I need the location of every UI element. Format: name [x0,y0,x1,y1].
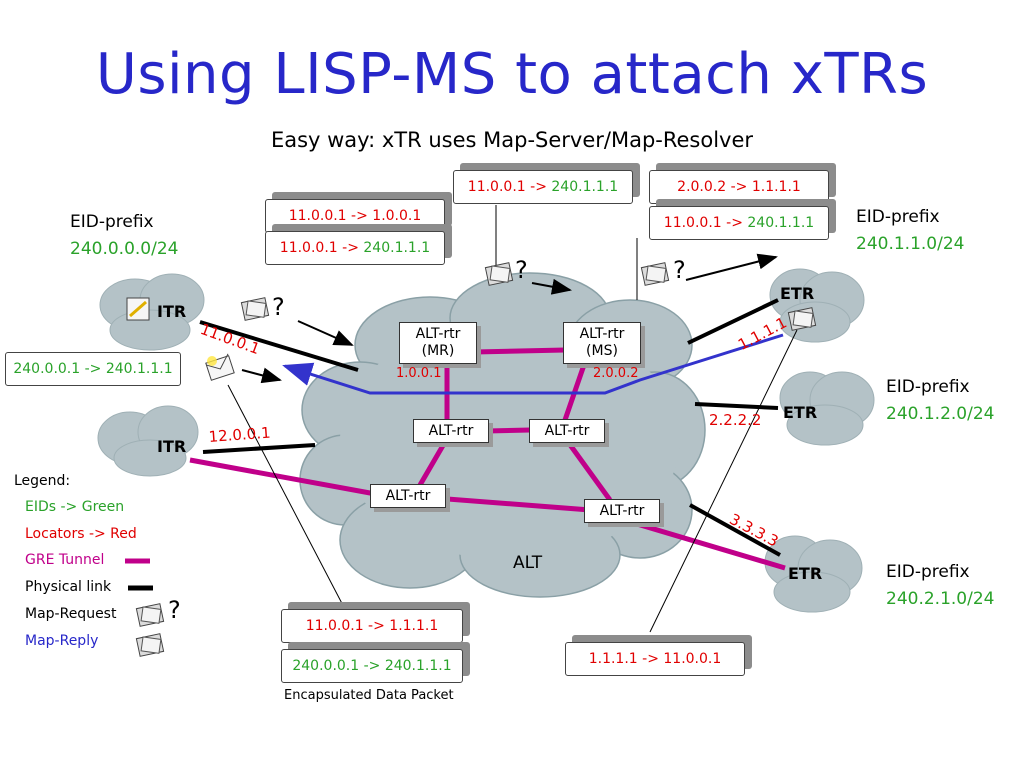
legend-gre: GRE Tunnel [25,552,105,568]
data-packet-outer: 11.0.0.1 -> 1.1.1.1 [281,609,463,643]
alt-router: ALT-rtr [529,419,605,443]
etr3-eid-title: EID-prefix [886,562,970,582]
packet-map-reply: 1.1.1.1 -> 11.0.0.1 [565,642,745,676]
legend-physical: Physical link [25,579,112,595]
legend-title: Legend: [14,473,71,489]
etr1-eid-title: EID-prefix [856,207,940,227]
etr2-cloud [779,371,875,446]
packet-forward-outer: 2.0.0.2 -> 1.1.1.1 [649,170,829,204]
legend-map-request-icon [135,603,165,627]
etr2-locator: 2.2.2.2 [709,411,762,429]
envelope-icon [126,297,150,321]
callout-lines [227,205,798,633]
legend-question: ? [168,596,181,624]
legend-map-reply: Map-Reply [25,633,99,649]
envelope-icon [787,307,817,331]
packet-original: 240.0.0.1 -> 240.1.1.1 [5,352,181,386]
packet-encap-inner: 11.0.0.1 -> 240.1.1.1 [265,231,445,265]
data-packet-inner: 240.0.0.1 -> 240.1.1.1 [281,649,463,683]
map-reply-path [282,333,784,395]
itr1-eid-title: EID-prefix [70,212,154,232]
etr3-eid-prefix: 240.2.1.0/24 [886,589,995,609]
envelope-icon [240,297,270,321]
alt-cloud [299,272,706,598]
alt-router-mr: ALT-rtr (MR) [399,322,477,364]
packet-map-request: 11.0.0.1 -> 240.1.1.1 [453,170,633,204]
legend-map-request: Map-Request [25,606,117,622]
packet-encap-outer: 11.0.0.1 -> 1.0.0.1 [265,199,445,233]
alt-router: ALT-rtr [370,484,446,508]
itr2-cloud [97,405,199,477]
mr-address: 1.0.0.1 [396,366,442,381]
alt-router-ms: ALT-rtr (MS) [563,322,641,364]
itr1-label: ITR [157,302,187,321]
legend-locators: Locators -> Red [25,526,137,542]
alt-cloud-label: ALT [513,553,543,573]
packet-forward-inner: 11.0.0.1 -> 240.1.1.1 [649,206,829,240]
envelope-icon [640,262,670,286]
gre-tunnel-data [189,457,786,571]
ms-address: 2.0.0.2 [593,366,639,381]
site-clouds [97,268,875,613]
etr1-label: ETR [780,284,815,303]
legend-map-reply-icon [135,633,165,657]
itr1-eid-prefix: 240.0.0.0/24 [70,239,179,259]
map-request-question: ? [272,293,285,321]
page-title: Using LISP-MS to attach xTRs [95,42,929,107]
etr2-eid-prefix: 240.1.2.0/24 [886,404,995,424]
legend-eids: EIDs -> Green [25,499,125,515]
arrows [241,253,778,384]
alt-gre-links [417,347,613,502]
page-subtitle: Easy way: xTR uses Map-Server/Map-Resolv… [270,128,754,152]
encapsulated-caption: Encapsulated Data Packet [284,688,454,703]
etr2-eid-title: EID-prefix [886,377,970,397]
itr2-label: ITR [157,437,187,456]
etr2-label: ETR [783,403,818,422]
itr1-cloud [99,273,205,351]
etr3-cloud [764,535,863,613]
etr3-label: ETR [788,564,823,583]
etr1-eid-prefix: 240.1.1.0/24 [856,234,965,254]
alt-router: ALT-rtr [584,499,660,523]
physical-links [199,298,781,557]
alt-router: ALT-rtr [413,419,489,443]
envelope-icon [205,353,235,381]
map-request-question: ? [515,256,528,284]
envelope-icon [484,262,514,286]
map-request-question: ? [673,256,686,284]
